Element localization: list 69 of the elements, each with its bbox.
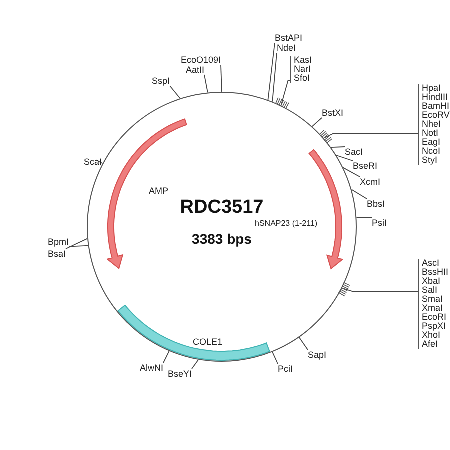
site-label: AlwNI <box>140 363 164 373</box>
site-list <box>290 56 312 83</box>
site-label: BseRI <box>353 161 378 171</box>
plasmid-size: 3383 bps <box>192 232 252 248</box>
plasmid-name: RDC3517 <box>180 198 264 219</box>
site-label: KasI <box>294 56 312 65</box>
leader-line <box>356 217 372 218</box>
leader-line <box>275 80 290 110</box>
site-label: XmaI <box>422 304 444 313</box>
site-label: BstAPI <box>275 33 303 43</box>
leader-line <box>204 74 208 94</box>
site-label: NcoI <box>422 147 442 156</box>
site-label: XhoI <box>422 331 441 340</box>
site-label: SmaI <box>422 295 444 304</box>
site-label: StyI <box>422 156 439 165</box>
leader-line <box>351 189 368 200</box>
site-label: SalI <box>422 286 439 295</box>
site-label: BbsI <box>367 199 386 209</box>
feature-label: COLE1 <box>193 337 223 347</box>
site-label: XbaI <box>422 277 442 286</box>
site-label: BsaI <box>48 249 66 259</box>
site-label: NotI <box>422 129 440 138</box>
site-label: NdeI <box>277 43 296 53</box>
site-label: HindIII <box>422 93 450 102</box>
leader-line <box>268 42 276 101</box>
leader-line <box>66 238 88 250</box>
site-label: BamHI <box>422 102 450 111</box>
leader-line <box>272 352 278 364</box>
feature-label: AMP <box>149 186 169 196</box>
site-label: BstXI <box>322 108 344 118</box>
leader-line <box>68 245 89 248</box>
site-label: NarI <box>294 65 312 74</box>
leader-line <box>312 118 322 128</box>
site-label: PsiI <box>372 218 388 228</box>
site-list <box>418 84 450 165</box>
site-label: AscI <box>422 259 441 268</box>
leader-line <box>220 64 222 92</box>
site-label: BseYI <box>168 369 192 379</box>
site-label: AfeI <box>422 340 440 349</box>
leader-line <box>163 350 170 364</box>
site-label: BssHII <box>422 268 449 277</box>
site-list <box>418 259 449 349</box>
leader-line <box>170 86 181 100</box>
leader-line <box>298 337 308 350</box>
leader-line <box>192 359 200 370</box>
site-label: ScaI <box>84 157 102 167</box>
site-label: HpaI <box>422 84 442 93</box>
site-label: SspI <box>152 76 170 86</box>
leader-line <box>330 146 346 148</box>
site-label: BpmI <box>48 237 70 247</box>
site-label: EcoO109I <box>181 55 222 65</box>
site-label: EagI <box>422 138 442 147</box>
leader-line <box>96 160 104 164</box>
leader-line <box>338 282 418 297</box>
leader-line <box>272 52 278 102</box>
site-label: NheI <box>422 120 442 129</box>
site-label: EcoRI <box>422 313 448 322</box>
leader-line <box>336 155 354 162</box>
site-label: PspXI <box>422 322 448 331</box>
site-label: SfoI <box>294 74 312 83</box>
site-label: PciI <box>278 364 294 374</box>
leader-line <box>318 130 418 144</box>
site-label: AatII <box>186 65 205 75</box>
site-label: XcmI <box>360 177 381 187</box>
site-label: SapI <box>308 350 327 360</box>
feature-label: hSNAP23 (1-211) <box>255 219 318 229</box>
leader-line <box>342 167 360 178</box>
site-label: EcoRV <box>422 111 450 120</box>
site-label: SacI <box>345 147 364 157</box>
